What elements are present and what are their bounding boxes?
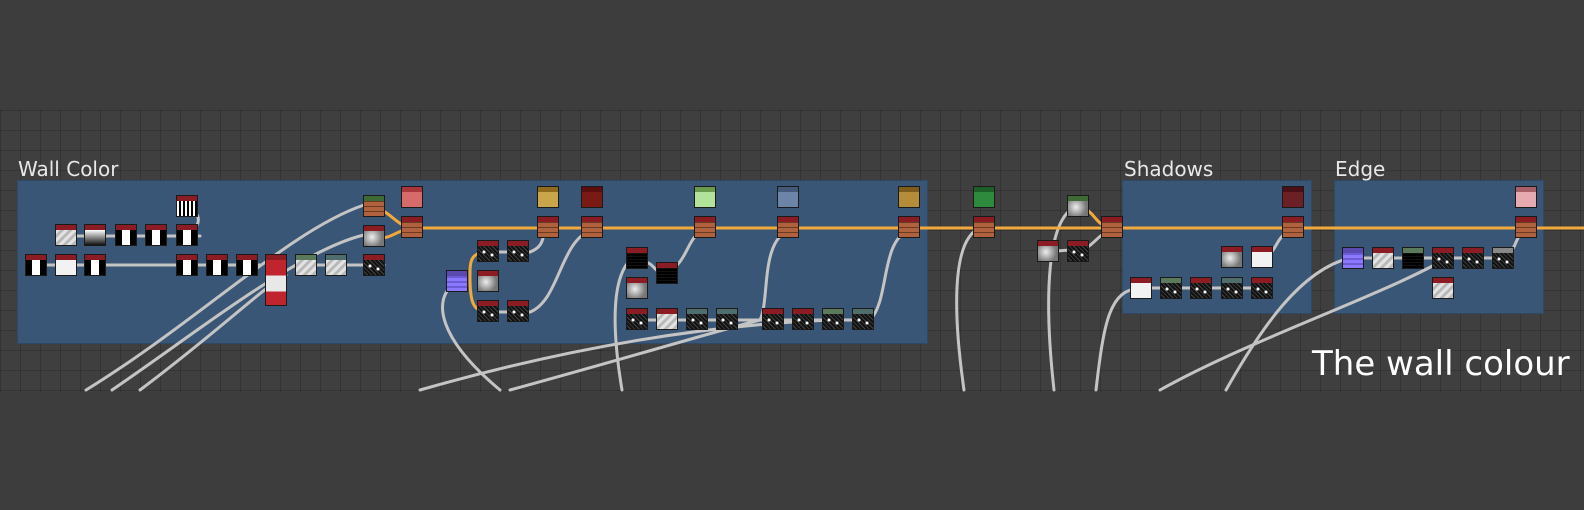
blend-node[interactable] — [1515, 216, 1537, 238]
noise-node[interactable] — [1432, 277, 1454, 299]
speck-node[interactable] — [1251, 277, 1273, 299]
wire — [1158, 260, 1442, 392]
wire — [110, 233, 366, 392]
frame-shadows[interactable] — [1122, 180, 1312, 314]
color-swatch-green[interactable] — [973, 186, 995, 208]
blend-node[interactable] — [581, 216, 603, 238]
color-swatch-light-green[interactable] — [694, 186, 716, 208]
color-swatch-mustard[interactable] — [537, 186, 559, 208]
speck-node[interactable] — [1160, 277, 1182, 299]
speck-node[interactable] — [507, 240, 529, 262]
black-mask-node[interactable] — [1402, 247, 1424, 269]
speck-node[interactable] — [1432, 247, 1454, 269]
cloud-node[interactable] — [1221, 246, 1243, 268]
speck-node[interactable] — [762, 308, 784, 330]
speck-node[interactable] — [1221, 277, 1243, 299]
color-swatch-maroon[interactable] — [581, 186, 603, 208]
cloud-node[interactable] — [363, 225, 385, 247]
speck-node[interactable] — [1462, 247, 1484, 269]
speck-node[interactable] — [507, 300, 529, 322]
blend-node[interactable] — [973, 216, 995, 238]
annotation-text: The wall colour — [1312, 344, 1570, 384]
blend-node[interactable] — [694, 216, 716, 238]
speck-node[interactable] — [477, 240, 499, 262]
frame-edge-title: Edge — [1335, 157, 1386, 181]
wire — [84, 203, 366, 392]
blend-node[interactable] — [1101, 216, 1123, 238]
noise-node[interactable] — [55, 224, 77, 246]
speck-node[interactable] — [1190, 277, 1212, 299]
tall-mask-node[interactable] — [265, 254, 287, 306]
wire — [1047, 204, 1080, 392]
purple-normal-node[interactable] — [446, 270, 468, 292]
shape-node[interactable] — [176, 254, 198, 276]
noise-node[interactable] — [656, 308, 678, 330]
black-mask-node[interactable] — [626, 247, 648, 269]
blend-node[interactable] — [537, 216, 559, 238]
noise-node[interactable] — [363, 254, 385, 276]
shape-node[interactable] — [115, 224, 137, 246]
color-swatch-blue-grey[interactable] — [777, 186, 799, 208]
color-swatch-ochre[interactable] — [898, 186, 920, 208]
wire — [1224, 256, 1352, 392]
shape-node[interactable] — [206, 254, 228, 276]
frame-shadows-title: Shadows — [1124, 157, 1214, 181]
shape-node[interactable] — [55, 254, 77, 276]
wire — [868, 228, 912, 322]
frame-wall-color-title: Wall Color — [18, 157, 119, 181]
blend-node[interactable] — [1282, 216, 1304, 238]
brick-node[interactable] — [363, 195, 385, 217]
shape-node[interactable] — [25, 254, 47, 276]
blend-node[interactable] — [898, 216, 920, 238]
color-swatch-pink[interactable] — [401, 186, 423, 208]
speck-node[interactable] — [477, 300, 499, 322]
cloud-node[interactable] — [1251, 246, 1273, 268]
white-node[interactable] — [1130, 277, 1152, 299]
blend-node[interactable] — [401, 216, 423, 238]
wire — [528, 228, 594, 314]
color-swatch-rose[interactable] — [1515, 186, 1537, 208]
wire — [418, 318, 834, 392]
speck-node[interactable] — [822, 308, 844, 330]
speck-node[interactable] — [686, 308, 708, 330]
black-mask-node[interactable] — [656, 262, 678, 284]
noise-node[interactable] — [295, 254, 317, 276]
cloud-node[interactable] — [1067, 195, 1089, 217]
gradient-node[interactable] — [84, 224, 106, 246]
speck-node[interactable] — [1492, 247, 1514, 269]
shape-node[interactable] — [145, 224, 167, 246]
noise-node[interactable] — [1372, 247, 1394, 269]
wire — [1094, 286, 1142, 392]
speck-node[interactable] — [626, 308, 648, 330]
purple-normal-node[interactable] — [1342, 247, 1364, 269]
speck-node[interactable] — [792, 308, 814, 330]
cloud-node[interactable] — [477, 270, 499, 292]
cloud-node[interactable] — [626, 277, 648, 299]
cloud-node[interactable] — [1037, 240, 1059, 262]
wire — [758, 228, 792, 322]
color-swatch-wine[interactable] — [1282, 186, 1304, 208]
speck-node[interactable] — [716, 308, 738, 330]
shape-node[interactable] — [84, 254, 106, 276]
speck-node[interactable] — [852, 308, 874, 330]
wire — [955, 226, 982, 392]
speck-node[interactable] — [1067, 240, 1089, 262]
shape-node[interactable] — [236, 254, 258, 276]
wire — [508, 318, 762, 392]
shape-node[interactable] — [176, 224, 198, 246]
pattern-node[interactable] — [176, 195, 198, 217]
blend-node[interactable] — [777, 216, 799, 238]
noise-node[interactable] — [325, 254, 347, 276]
